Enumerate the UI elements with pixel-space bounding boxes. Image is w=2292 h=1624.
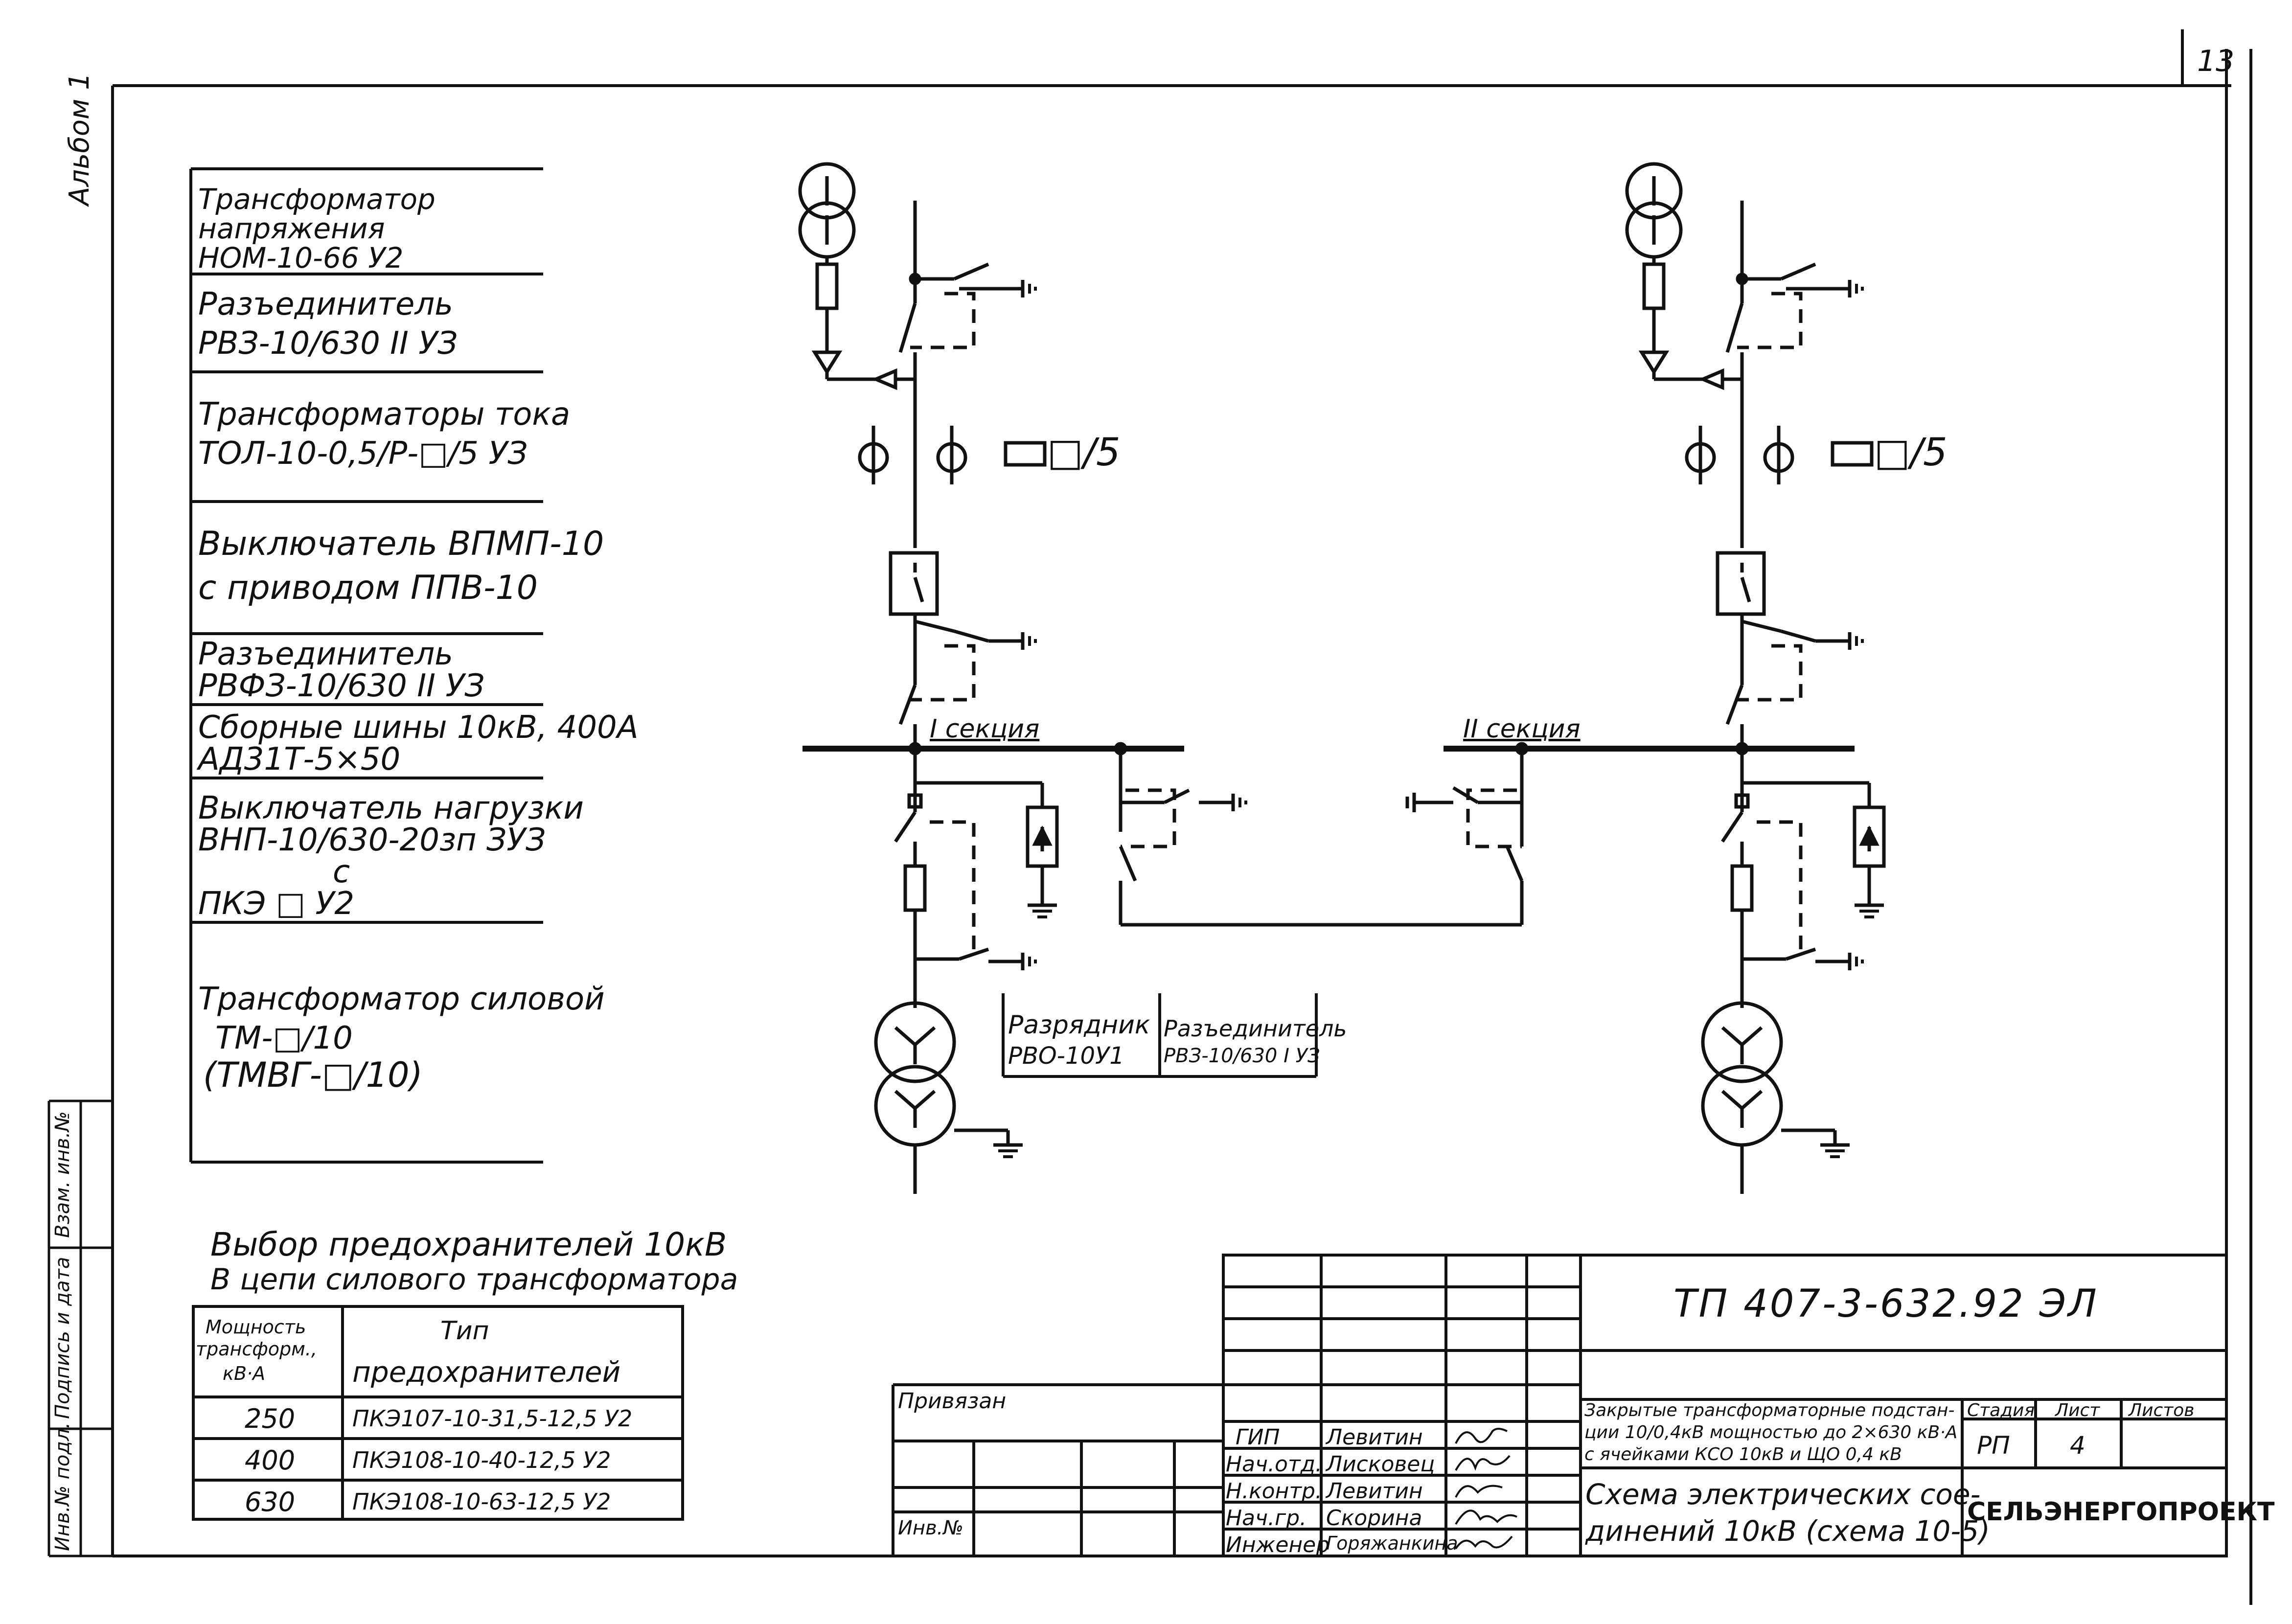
callout-disconnector-line1: Разъединитель <box>1164 1015 1347 1042</box>
project-desc-line1: Закрытые трансформаторные подстан- <box>1584 1400 1955 1420</box>
legend-disconnector-line2: РВЗ-10/630 II УЗ <box>198 325 458 362</box>
legend-load-switch-line3: с <box>333 854 350 890</box>
fuse-row-1-power: 250 <box>245 1403 296 1434</box>
role-norm-control: Н.контр. <box>1226 1479 1322 1504</box>
stage-value: РП <box>1977 1431 2010 1460</box>
fuse-table-title-2: В цепи силового трансформатора <box>210 1262 738 1297</box>
side-strip-inv: Инв.№ подл. <box>51 1422 74 1551</box>
legend-power-tr-line2: ТМ-□/10 <box>215 1020 353 1056</box>
fuse-row-3-power: 630 <box>245 1487 296 1517</box>
legend-ct-line2: ТОЛ-10-0,5/Р-□/5 УЗ <box>198 435 528 472</box>
legend-rvfz-line2: РВФЗ-10/630 II УЗ <box>198 668 485 704</box>
legend-breaker-line2: с приводом ППВ-10 <box>198 569 538 607</box>
sheet-title-line2: динений 10кВ (схема 10-5) <box>1585 1514 1990 1548</box>
role-engineer: Инженер <box>1226 1533 1330 1557</box>
fuse-table-h2-a: Тип <box>440 1316 489 1346</box>
side-strip-replace: Взам. инв.№ <box>51 1111 74 1238</box>
ct-ratio-right: □/5 <box>1874 431 1948 475</box>
fuse-table-h1-a: Мощность <box>206 1316 306 1338</box>
legend-ct-line1: Трансформаторы тока <box>198 396 571 433</box>
title-block-grid <box>892 1254 2228 1557</box>
name-head-group: Скорина <box>1326 1506 1422 1531</box>
album-label: Альбом 1 <box>64 72 95 206</box>
role-head-group: Нач.гр. <box>1226 1506 1307 1531</box>
role-head-dept: Нач.отд. <box>1226 1452 1322 1477</box>
project-desc-line3: с ячейками КСО 10кВ и ЩО 0,4 кВ <box>1584 1444 1902 1464</box>
sheets-label: Листов <box>2129 1400 2195 1420</box>
callout-disconnector-line2: РВЗ-10/630 I УЗ <box>1164 1045 1320 1067</box>
callout-boxes <box>1002 993 1318 1078</box>
right-feeder <box>1625 162 1886 1194</box>
document-code: ТП 407-3-632.92 ЭЛ <box>1673 1282 2099 1326</box>
fuse-table-title-1: Выбор предохранителей 10кВ <box>210 1226 727 1263</box>
fuse-row-3-type: ПКЭ108-10-63-12,5 У2 <box>352 1488 611 1515</box>
name-norm-control: Левитин <box>1326 1479 1423 1504</box>
privyazan-label: Привязан <box>898 1389 1007 1414</box>
callout-arrester-line2: РВО-10У1 <box>1008 1042 1124 1070</box>
legend-bus-line1: Сборные шины 10кВ, 400А <box>198 709 639 746</box>
bus-coupler <box>1114 742 1529 927</box>
inventory-label: Инв.№ <box>898 1517 963 1539</box>
legend-power-tr-line3: (ТМВГ-□/10) <box>203 1055 423 1095</box>
sheet-label: Лист <box>2055 1400 2100 1420</box>
fuse-row-2-type: ПКЭ108-10-40-12,5 У2 <box>352 1447 611 1473</box>
callout-arrester-line1: Разрядник <box>1008 1010 1150 1040</box>
legend-power-tr-line1: Трансформатор силовой <box>198 981 605 1017</box>
legend-vt-line1: Трансформатор <box>198 183 435 216</box>
legend-grid <box>189 167 543 1164</box>
section-1-label: I секция <box>930 714 1040 744</box>
name-gip: Левитин <box>1326 1425 1423 1450</box>
legend-disconnector-line1: Разъединитель <box>198 286 453 322</box>
fuse-table-h2-b: предохранителей <box>352 1355 621 1389</box>
legend-load-switch-line2: ВНП-10/630-20зп ЗУЗ <box>198 822 546 858</box>
fuse-row-1-type: ПКЭ107-10-31,5-12,5 У2 <box>352 1405 633 1432</box>
name-engineer: Горяжанкина <box>1326 1533 1458 1554</box>
ct-ratio-left: □/5 <box>1047 431 1121 475</box>
role-gip: ГИП <box>1236 1425 1280 1450</box>
sheet-title-line1: Схема электрических сое- <box>1585 1478 1981 1511</box>
stage-label: Стадия <box>1967 1400 2035 1420</box>
page-number: 13 <box>2197 44 2235 78</box>
fuse-table-h1-b: трансформ., <box>196 1338 317 1360</box>
organization-name: СЕЛЬЭНЕРГОПРОЕКТ <box>1967 1497 2275 1527</box>
legend-vt-line2: напряжения <box>198 212 385 245</box>
section-2-label: II секция <box>1463 714 1581 744</box>
side-strip-sign: Подпись и дата <box>51 1257 74 1419</box>
legend-rvfz-line1: Разъединитель <box>198 636 453 672</box>
project-desc-line2: ции 10/0,4кВ мощностью до 2×630 кВ·А <box>1584 1422 1958 1442</box>
left-feeder <box>798 162 1059 1194</box>
fuse-row-2-power: 400 <box>245 1445 296 1476</box>
fuse-table-h1-c: кВ·А <box>223 1363 266 1384</box>
legend-breaker-line1: Выключатель ВПМП-10 <box>198 525 604 563</box>
legend-bus-line2: АД31Т-5×50 <box>198 741 401 778</box>
fuse-table-grid <box>192 1305 684 1521</box>
name-head-dept: Лисковец <box>1326 1452 1435 1477</box>
legend-load-switch-line1: Выключатель нагрузки <box>198 790 584 826</box>
legend-vt-line3: НОМ-10-66 У2 <box>198 241 404 274</box>
side-strip <box>47 1099 113 1557</box>
legend-load-switch-line4: ПКЭ □ У2 <box>198 886 355 922</box>
sheet-value: 4 <box>2070 1431 2086 1460</box>
